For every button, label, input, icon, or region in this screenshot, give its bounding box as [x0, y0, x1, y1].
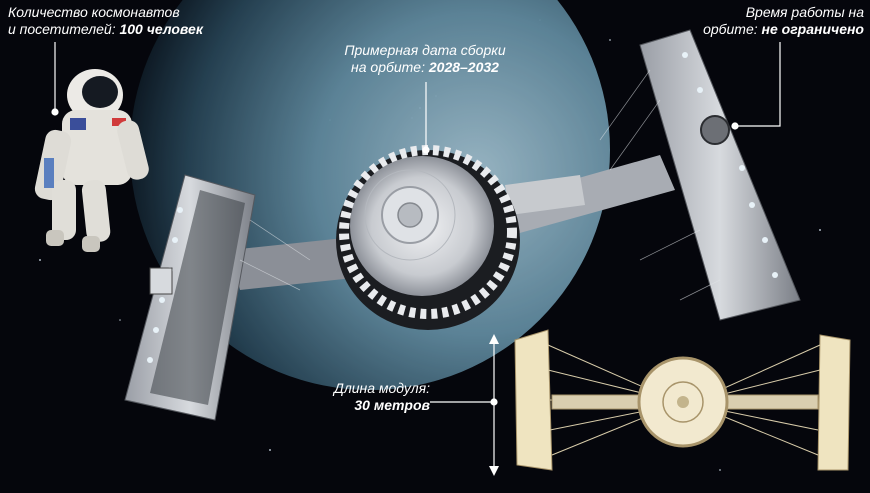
crew-label-line2: и посетителей:	[8, 21, 116, 37]
module-length-line1: Длина модуля:	[334, 380, 430, 396]
callout-lines	[51, 42, 781, 154]
right-module	[239, 29, 801, 321]
assembly-date-value: 2028–2032	[428, 59, 499, 75]
crew-count-value: 100 человек	[119, 21, 203, 37]
module-length-value: 30 метров	[354, 397, 430, 413]
astronaut	[34, 69, 149, 252]
operation-time-value: не ограничено	[761, 21, 864, 37]
assembly-date-line1: Примерная дата сборки	[344, 42, 506, 58]
central-hub	[336, 145, 520, 330]
assembly-date-label: Примерная дата сборки на орбите: 2028–20…	[330, 42, 520, 76]
operation-time-line1: Время работы на	[745, 4, 864, 20]
crew-label-line1: Количество космонавтов	[8, 4, 180, 20]
assembly-date-line2: на орбите:	[351, 59, 425, 75]
station-schematic	[514, 329, 851, 471]
left-module	[124, 174, 256, 421]
length-dimension-arrow	[430, 334, 499, 476]
operation-time-line2: орбите:	[703, 21, 758, 37]
operation-time-label: Время работы на орбите: не ограничено	[664, 4, 864, 38]
module-length-label: Длина модуля: 30 метров	[300, 380, 430, 414]
crew-count-label: Количество космонавтов и посетителей: 10…	[8, 4, 248, 38]
